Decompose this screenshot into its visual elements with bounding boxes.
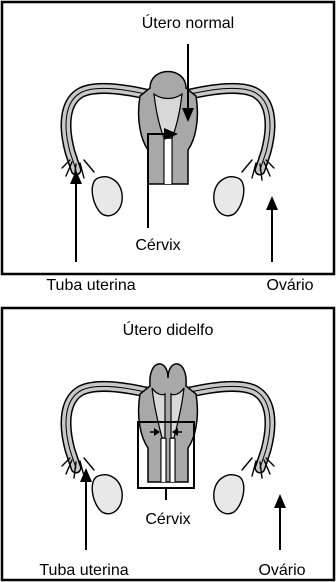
- panel-title: Útero normal: [142, 13, 234, 32]
- panel-didelphys-uterus: Útero didelfo Cérvix Tuba uterina Ovário: [2, 308, 334, 580]
- cervix-label: Cérvix: [145, 511, 190, 528]
- ovary-label: Ovário: [266, 277, 313, 294]
- panel-title: Útero didelfo: [123, 320, 214, 339]
- ovary-label: Ovário: [258, 562, 305, 579]
- tube-label: Tuba uterina: [46, 277, 135, 294]
- panel-normal-uterus: Útero normal Cérvix Tuba uterina Ovário: [2, 2, 334, 294]
- tube-label: Tuba uterina: [39, 562, 128, 579]
- cervix-label: Cérvix: [135, 237, 180, 254]
